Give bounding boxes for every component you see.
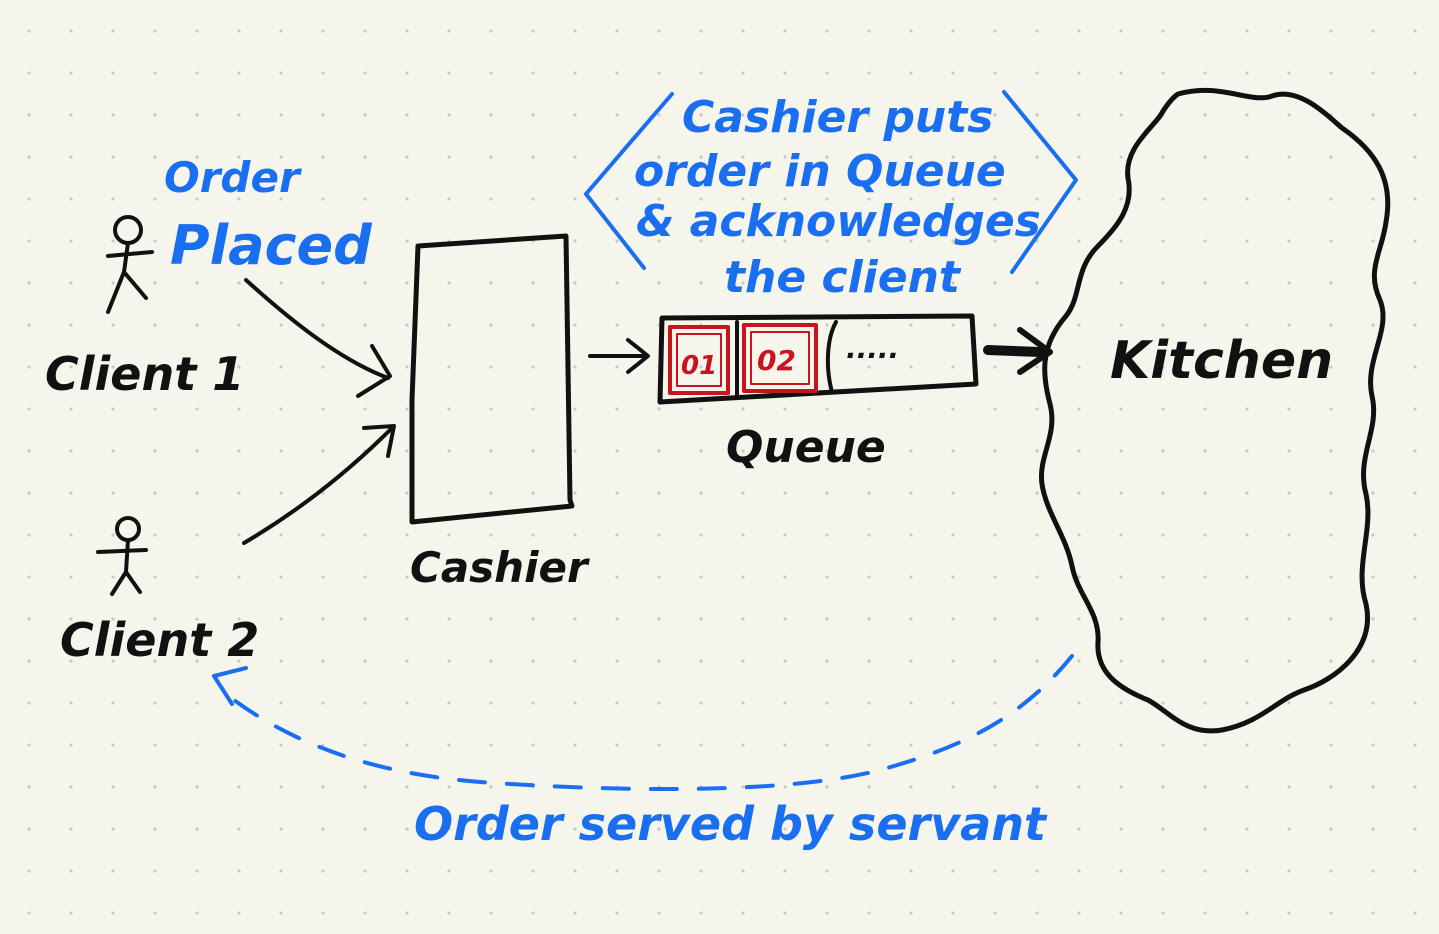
order-served-arrow bbox=[212, 654, 1074, 792]
queue-slot-02: 02 bbox=[742, 323, 818, 393]
kitchen-cloud bbox=[1038, 87, 1391, 734]
queue-slot-02-label: 02 bbox=[757, 344, 796, 377]
queue-to-kitchen-arrow bbox=[983, 327, 1053, 375]
client-2-to-cashier-arrow bbox=[242, 424, 396, 545]
order-served-label: Order served by servant bbox=[414, 797, 1048, 851]
note-left-bracket bbox=[584, 92, 674, 270]
client-1-figure-icon bbox=[106, 215, 154, 314]
note-line-3: & acknowledges bbox=[636, 196, 1041, 247]
order-placed-label-line-1: Order bbox=[164, 153, 302, 202]
kitchen-label: Kitchen bbox=[1110, 331, 1333, 391]
cashier-to-queue-arrow bbox=[588, 338, 650, 374]
cashier-label: Cashier bbox=[410, 543, 590, 592]
note-line-2: order in Queue bbox=[634, 146, 1006, 197]
note-line-4: the client bbox=[724, 252, 962, 303]
order-placed-label-line-2: Placed bbox=[170, 214, 373, 277]
note-right-bracket bbox=[1002, 90, 1078, 274]
queue: 01 02 ..... bbox=[657, 313, 979, 405]
cashier-box bbox=[409, 233, 575, 525]
queue-label: Queue bbox=[726, 422, 886, 473]
client-1-label: Client 1 bbox=[45, 347, 244, 401]
note-line-1: Cashier puts bbox=[682, 92, 993, 143]
client-2-label: Client 2 bbox=[60, 613, 259, 667]
queue-slot-01-label: 01 bbox=[681, 351, 717, 381]
client-2-figure-icon bbox=[96, 516, 148, 596]
client-1-to-cashier-arrow bbox=[244, 278, 392, 398]
queue-container bbox=[657, 313, 979, 405]
queue-ellipsis: ..... bbox=[846, 332, 899, 365]
queue-slot-01: 01 bbox=[668, 325, 730, 395]
